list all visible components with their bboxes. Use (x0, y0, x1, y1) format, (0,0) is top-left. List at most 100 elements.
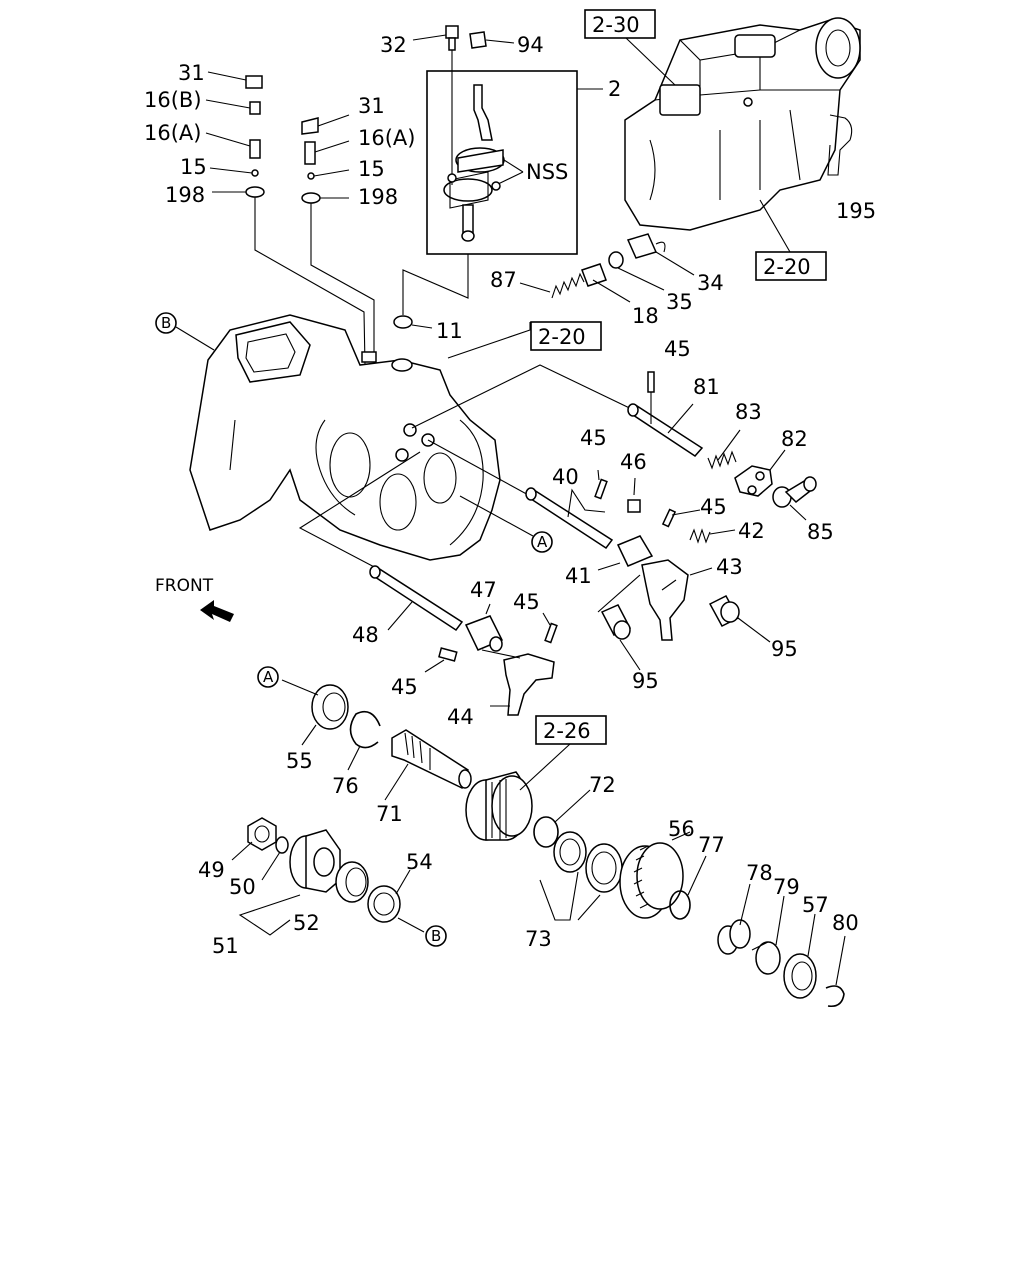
callout-50: 50 (229, 875, 256, 899)
washer-35 (608, 251, 624, 269)
callout-32: 32 (380, 33, 407, 57)
washer-54 (367, 869, 425, 933)
switch-34 (626, 233, 695, 276)
oil-seal-52 (335, 861, 369, 903)
callout-16a-left: 16(A) (144, 121, 201, 145)
pin-45-low2 (544, 622, 558, 644)
block-41 (597, 535, 654, 571)
snap-ring-72 (533, 789, 591, 848)
plunger-18 (581, 263, 631, 303)
callout-95-left: 95 (632, 669, 659, 693)
cap-94 (469, 31, 515, 49)
callout-41: 41 (565, 564, 592, 588)
callout-42: 42 (738, 519, 765, 543)
callout-198-left: 198 (165, 183, 205, 207)
shift-lever-group (426, 45, 603, 255)
callout-16a-right: 16(A) (358, 126, 415, 150)
callout-16b: 16(B) (144, 88, 202, 112)
washer-50 (261, 836, 289, 881)
callout-15-right: 15 (358, 157, 385, 181)
ref-box-2-26[interactable]: 2-26 (535, 715, 607, 745)
callout-45-top: 45 (664, 337, 691, 361)
callout-44: 44 (447, 705, 474, 729)
callout-73: 73 (525, 927, 552, 951)
bearing-55 (281, 679, 349, 746)
callout-85: 85 (807, 520, 834, 544)
bolt-32 (412, 25, 459, 51)
callout-198-right: 198 (358, 185, 398, 209)
callout-11: 11 (436, 319, 463, 343)
callout-15-left: 15 (180, 155, 207, 179)
block-47 (464, 603, 504, 652)
washer-73b (585, 843, 623, 893)
spring-87 (519, 272, 585, 299)
washer-73a (553, 831, 587, 873)
callout-57: 57 (802, 893, 829, 917)
ref-box-2-20-mid-label: 2-20 (538, 325, 586, 349)
front-label: FRONT (155, 576, 214, 596)
snap-ring-80 (825, 935, 846, 1008)
part-85 (772, 476, 817, 521)
circle-ref-a-mid-label: A (537, 533, 548, 551)
nss-label: NSS (526, 160, 568, 184)
ref-box-2-20-mid[interactable]: 2-20 (530, 321, 602, 351)
callout-47: 47 (470, 578, 497, 602)
pin-45-right (661, 508, 677, 528)
pin-45-mid (594, 478, 608, 500)
callout-87: 87 (490, 268, 517, 292)
snap-ring-76 (347, 710, 381, 771)
shaft-40 (525, 487, 614, 550)
callout-45-low: 45 (391, 675, 418, 699)
callout-40: 40 (552, 465, 579, 489)
circle-ref-b-top: B (155, 312, 215, 351)
callout-79: 79 (773, 875, 800, 899)
callout-56: 56 (668, 817, 695, 841)
callout-31-right: 31 (358, 94, 385, 118)
part-46 (627, 499, 641, 513)
flange-51 (289, 829, 341, 893)
callout-45-low2: 45 (513, 590, 540, 614)
callout-82: 82 (781, 427, 808, 451)
callout-31-left: 31 (178, 61, 205, 85)
ref-box-2-30[interactable]: 2-30 (584, 9, 676, 86)
callout-45-right: 45 (700, 495, 727, 519)
callout-2: 2 (608, 77, 621, 101)
ref-box-2-30-label: 2-30 (592, 13, 640, 37)
synchro-unit (465, 743, 571, 841)
circle-ref-b-low-label: B (431, 927, 441, 945)
pin-45-low (438, 647, 458, 662)
circle-ref-b-low: B (425, 925, 447, 947)
spring-42 (689, 528, 736, 544)
shaft-71 (384, 729, 472, 801)
bushing-95-left (597, 574, 641, 671)
callout-35: 35 (666, 290, 693, 314)
front-arrow (200, 600, 234, 622)
needle-bearing-78 (717, 883, 751, 955)
callout-76: 76 (332, 774, 359, 798)
transmission-assembly (624, 17, 861, 231)
bearing-57 (783, 913, 817, 999)
callout-83: 83 (735, 400, 762, 424)
callout-52: 52 (293, 911, 320, 935)
callout-45-mid: 45 (580, 426, 607, 450)
ref-box-2-20-top[interactable]: 2-20 (755, 199, 827, 281)
callout-71: 71 (376, 802, 403, 826)
circle-ref-a-low-label: A (263, 668, 274, 686)
callout-48: 48 (352, 623, 379, 647)
callout-195: 195 (836, 199, 876, 223)
ref-box-2-26-label: 2-26 (543, 719, 591, 743)
callout-51: 51 (212, 934, 239, 958)
shaft-81 (627, 403, 704, 457)
detent-stack-left (205, 71, 366, 366)
circle-ref-b-top-label: B (161, 314, 171, 332)
pin-45-top (647, 371, 655, 393)
callout-72: 72 (589, 773, 616, 797)
detent-stack-right (301, 114, 375, 360)
fork-43 (641, 559, 713, 641)
oring-11 (393, 315, 413, 329)
callout-43: 43 (716, 555, 743, 579)
callout-77: 77 (698, 833, 725, 857)
callout-94: 94 (517, 33, 544, 57)
callout-55: 55 (286, 749, 313, 773)
